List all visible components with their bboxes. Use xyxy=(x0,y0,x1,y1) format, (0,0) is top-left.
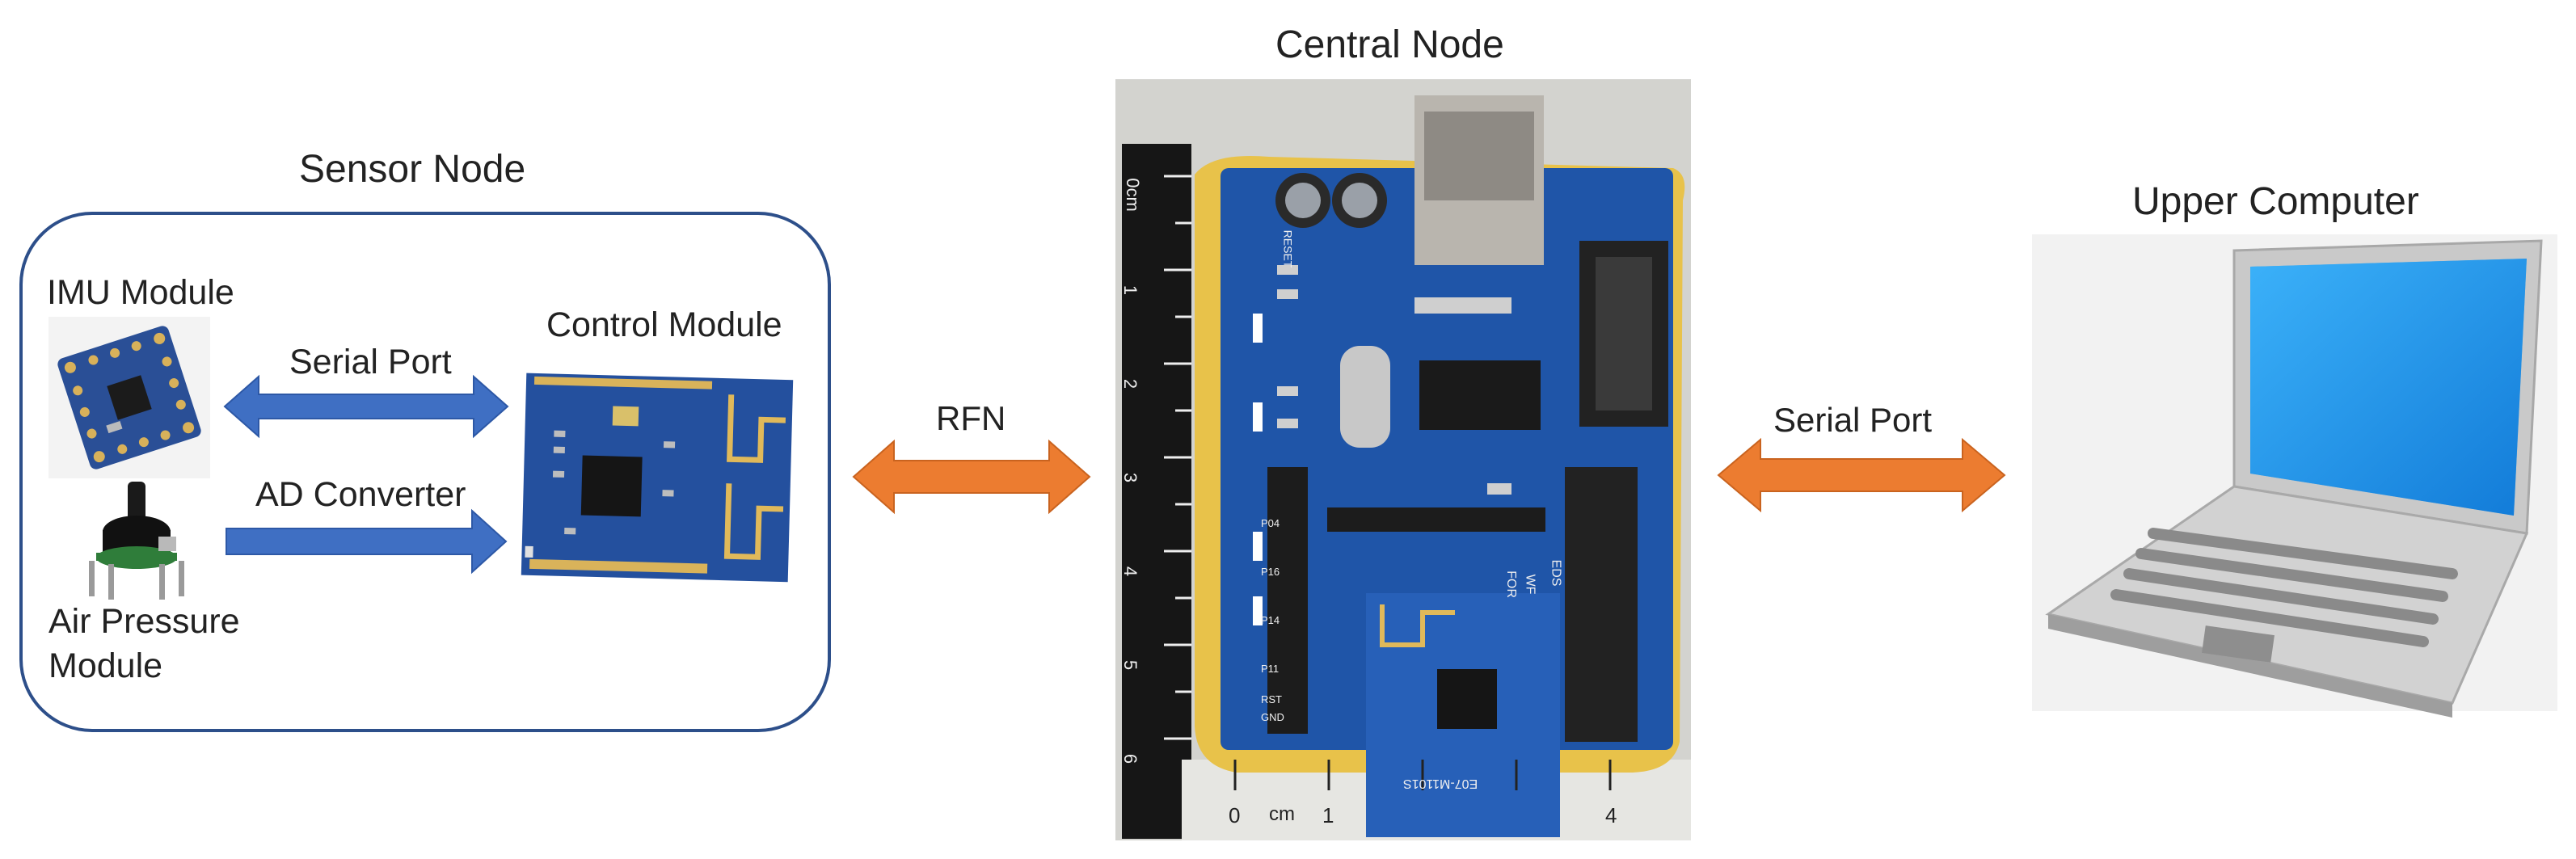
serial-port-label-link: Serial Port xyxy=(1773,401,1933,439)
board-code-p14: P14 xyxy=(1261,614,1280,626)
ruler-vertical xyxy=(1122,144,1191,839)
ruler-number-3: 3 xyxy=(1120,472,1141,483)
serial-port-arrow-link xyxy=(1717,437,2006,513)
board-code-reset: RESET xyxy=(1281,229,1295,268)
rfn-arrow xyxy=(852,439,1091,515)
imu-module-label: IMU Module xyxy=(47,273,234,312)
air-pressure-label-line1: Air Pressure xyxy=(48,602,240,641)
ruler-number-4: 4 xyxy=(1120,566,1141,577)
board-code-p16: P16 xyxy=(1261,566,1280,578)
ruler-number-2: 2 xyxy=(1120,378,1141,389)
laptop-image xyxy=(2032,234,2557,718)
board-code-for: FOR xyxy=(1503,571,1518,598)
ruler-bottom-label-0: 0 xyxy=(1229,803,1241,827)
board-code-p11: P11 xyxy=(1261,663,1280,675)
ad-converter-arrow xyxy=(226,508,508,575)
ruler-bottom-label-1: 1 xyxy=(1322,803,1334,827)
ruler-bottom-label-4: 4 xyxy=(1605,803,1617,827)
upper-computer-title: Upper Computer xyxy=(2132,180,2419,223)
serial-port-label-sensor: Serial Port xyxy=(289,343,452,381)
control-module-label: Control Module xyxy=(546,305,782,344)
board-code-p04: P04 xyxy=(1261,517,1280,529)
board-code-wf: WF xyxy=(1523,574,1537,595)
ruler-bottom-label-cm: cm xyxy=(1269,803,1295,825)
board-code-gnd: GND xyxy=(1261,711,1284,723)
air-pressure-module-image xyxy=(89,482,184,600)
central-node-title: Central Node xyxy=(1275,23,1504,66)
imu-module-image xyxy=(48,317,210,478)
ad-converter-label: AD Converter xyxy=(255,475,466,514)
ruler-number-6: 6 xyxy=(1120,753,1141,764)
ruler-number-1: 1 xyxy=(1120,284,1141,296)
air-pressure-label-line2: Module xyxy=(48,646,163,685)
sensor-node-title: Sensor Node xyxy=(299,148,526,191)
serial-port-arrow-sensor xyxy=(223,374,509,439)
board-code-rst: RST xyxy=(1261,693,1282,705)
sensor-node-box xyxy=(19,212,831,732)
ruler-number-5: 5 xyxy=(1120,659,1141,671)
central-node-photo xyxy=(1115,79,1691,840)
board-code-eds: EDS xyxy=(1549,559,1563,587)
rfn-label: RFN xyxy=(936,399,1006,437)
ruler-number-0: 0cm xyxy=(1122,178,1143,212)
control-module-image xyxy=(521,373,794,583)
board-code-module: E07-M1101S xyxy=(1403,777,1478,790)
